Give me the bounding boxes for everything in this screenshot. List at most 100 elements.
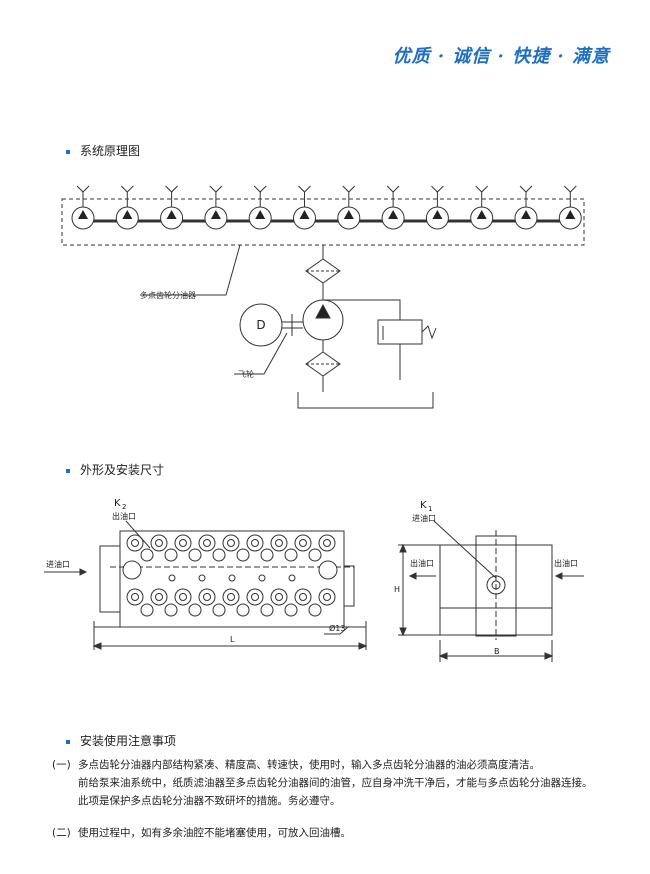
- bullet-icon: [66, 468, 70, 473]
- motor-letter: D: [256, 318, 265, 332]
- note-line: 多点齿轮分油器内部结构紧凑、精度高、转速快，使用时，输入多点齿轮分油器的油必须高…: [78, 759, 540, 771]
- pump-arrow: [210, 210, 221, 219]
- outlet-port-inner: [179, 539, 187, 547]
- label-dim-h: H: [394, 585, 400, 594]
- outlet-port-small: [284, 548, 298, 562]
- outlet-port: [318, 588, 336, 606]
- pump-arrow: [166, 210, 177, 219]
- outlet-port-inner: [323, 539, 331, 547]
- note-line: 使用过程中，如有多余油腔不能堵塞使用，可放入回油槽。: [78, 827, 351, 839]
- outlet-nozzle: [165, 185, 178, 193]
- outlet-port: [150, 534, 168, 552]
- outlet-port: [246, 588, 264, 606]
- label-outlet-side-left: 出油口: [410, 558, 434, 568]
- label-inlet-side-top: 进油口: [412, 513, 436, 523]
- outlet-port-small: [188, 548, 202, 562]
- label-flywheel: 飞轮: [238, 369, 254, 379]
- outlet-port-inner: [203, 539, 211, 547]
- outlet-port: [174, 534, 192, 552]
- label-outlet-front: 出油口: [112, 511, 136, 521]
- outlet-nozzle: [563, 185, 577, 193]
- label-inlet-front: 进油口: [46, 559, 70, 569]
- mount-hole: [122, 560, 142, 580]
- outlet-port: [270, 534, 288, 552]
- outlet-port-inner: [131, 539, 139, 547]
- outlet-port: [246, 534, 264, 552]
- outlet-port-inner: [275, 539, 283, 547]
- outlet-nozzle: [76, 185, 90, 193]
- pump-arrow: [122, 210, 133, 219]
- section-title-outline: 外形及安装尺寸: [66, 461, 164, 478]
- outlet-port-inner: [155, 539, 163, 547]
- side-port: [486, 575, 506, 595]
- outlet-port-small: [140, 548, 154, 562]
- bolt-hole: [168, 574, 176, 582]
- outlet-port: [222, 534, 240, 552]
- pump-arrow: [78, 210, 88, 219]
- section-title-system: 系统原理图: [66, 142, 140, 159]
- outlet-port: [126, 588, 144, 606]
- divider-leader: [140, 244, 241, 296]
- outlet-port-inner: [203, 593, 211, 601]
- outlet-port: [222, 588, 240, 606]
- outlet-port: [126, 534, 144, 552]
- outlet-port-inner: [275, 593, 283, 601]
- outlet-nozzle: [253, 185, 267, 193]
- outlet-port: [198, 588, 216, 606]
- outlet-port-inner: [299, 539, 307, 547]
- outlet-port: [294, 534, 312, 552]
- label-k1: K: [420, 500, 427, 511]
- outlet-port-small: [308, 548, 322, 562]
- outlet-port-inner: [179, 593, 187, 601]
- outlet-nozzle: [298, 185, 311, 193]
- outlet-nozzle: [431, 185, 444, 193]
- label-outlet-side-right: 出油口: [554, 558, 578, 568]
- note-line: 前给泵来油系统中，纸质滤油器至多点齿轮分油器间的油管，应自身冲洗干净后，才能与多…: [78, 777, 593, 789]
- note-line: 此项是保护多点齿轮分油器不致研坏的措施。务必遵守。: [78, 795, 341, 807]
- outlet-nozzle: [475, 185, 489, 193]
- note-item: (二) 使用过程中，如有多余油腔不能堵塞使用，可放入回油槽。: [52, 824, 612, 842]
- pump-arrow: [255, 210, 266, 219]
- outlet-nozzle: [342, 185, 356, 193]
- pump-arrow: [299, 210, 310, 219]
- section-title-install: 安装使用注意事项: [66, 732, 176, 749]
- oil-tank: [297, 392, 434, 409]
- svg-text:2: 2: [122, 503, 126, 511]
- outlet-port-small: [236, 548, 250, 562]
- outlet-port-small: [164, 548, 178, 562]
- outlet-port-small: [212, 603, 226, 617]
- pump-arrow: [521, 210, 531, 219]
- outlet-nozzle: [519, 185, 533, 193]
- bolt-hole: [258, 574, 266, 582]
- outlet-port: [318, 534, 336, 552]
- outlet-port-inner: [251, 539, 259, 547]
- pump-arrow: [343, 210, 354, 219]
- bullet-icon: [66, 149, 70, 154]
- motor-d: [239, 303, 283, 347]
- mount-hole: [318, 560, 338, 580]
- outlet-port-inner: [227, 593, 235, 601]
- outlet-port: [150, 588, 168, 606]
- front-right-end: [343, 565, 355, 607]
- outlet-port-small: [284, 603, 298, 617]
- outlet-nozzle: [209, 185, 223, 193]
- header-slogan: 优质 · 诚信 · 快捷 · 满意: [392, 46, 610, 67]
- label-divider: 多点齿轮分油器: [140, 290, 196, 300]
- pump-arrow: [388, 210, 399, 219]
- label-dim-d: Ø13: [329, 623, 345, 633]
- outlet-port: [198, 534, 216, 552]
- outlet-port: [294, 588, 312, 606]
- outlet-port-inner: [131, 593, 139, 601]
- outlet-port-inner: [155, 593, 163, 601]
- bolt-hole: [228, 574, 236, 582]
- outlet-port: [174, 588, 192, 606]
- install-notes: (一) 多点齿轮分油器内部结构紧凑、精度高、转速快，使用时，输入多点齿轮分油器的…: [52, 756, 612, 842]
- svg-text:1: 1: [428, 505, 432, 513]
- front-left-end: [99, 545, 121, 613]
- main-pump-arrow: [315, 303, 331, 319]
- outlet-port-small: [260, 548, 274, 562]
- outlet-nozzle: [120, 185, 134, 193]
- bolt-hole: [288, 574, 296, 582]
